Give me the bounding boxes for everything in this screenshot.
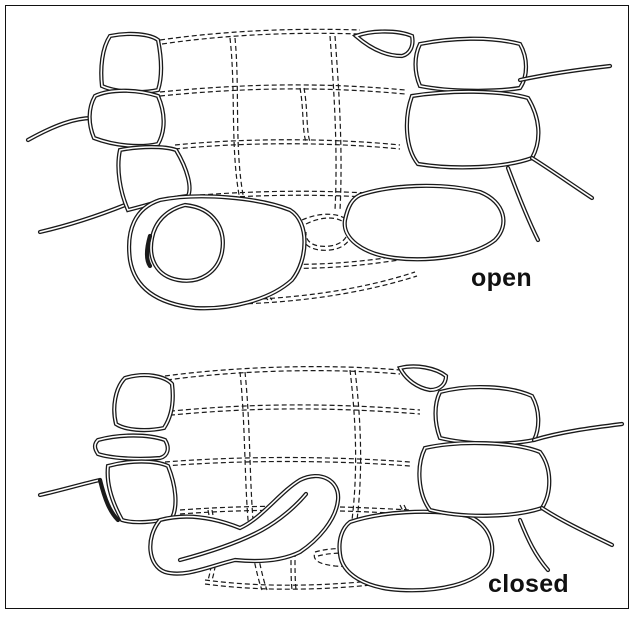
open-subsidiary-cell-left-2 (90, 91, 164, 146)
closed-subsidiary-cell-right-2 (419, 443, 549, 516)
closed-guard-cell-right (339, 512, 492, 591)
closed-subsidiary-cell-right-1 (436, 387, 539, 444)
label-closed: closed (488, 570, 569, 599)
closed-stoma-diagram (40, 366, 622, 590)
closed-subsidiary-cell-left-1 (114, 375, 172, 430)
open-subsidiary-cell-right-2 (407, 92, 538, 168)
open-subsidiary-cell-right-1 (416, 39, 527, 91)
label-open: open (471, 264, 532, 293)
open-guard-cell-left (129, 196, 304, 308)
open-subsidiary-cell-left-1 (101, 34, 161, 92)
